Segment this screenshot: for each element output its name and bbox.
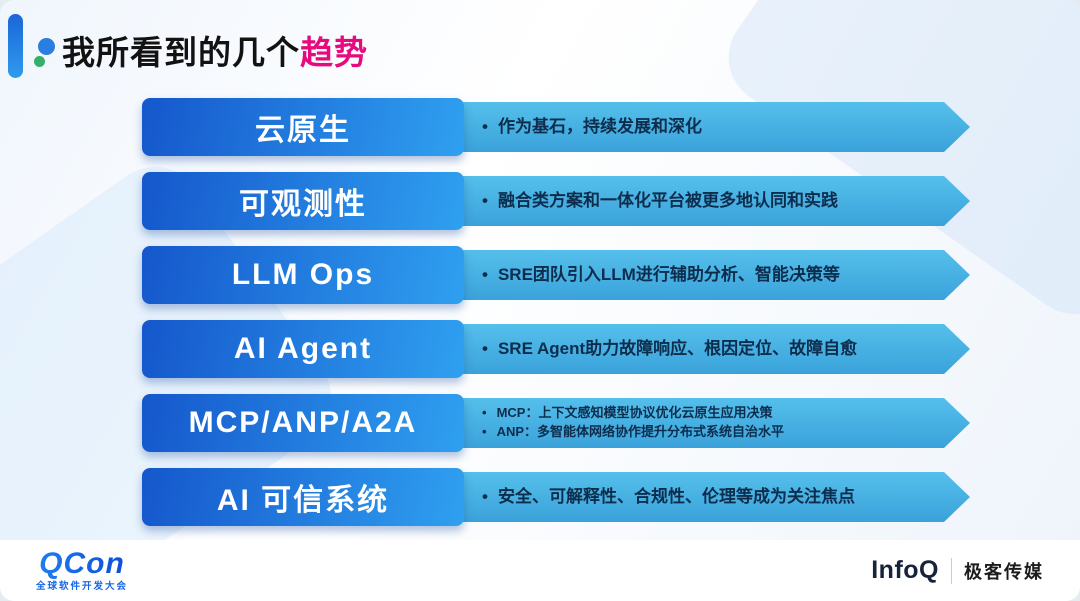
logo-divider xyxy=(951,557,952,584)
trend-label: MCP/ANP/A2A xyxy=(142,394,464,452)
footer: QCon 全球软件开发大会 InfoQ 极客传媒 xyxy=(0,540,1080,601)
trend-bullet: SRE团队引入LLM进行辅助分析、智能决策等 xyxy=(482,264,930,285)
blue-dot-decoration xyxy=(38,38,55,55)
trend-bullet: SRE Agent助力故障响应、根因定位、故障自愈 xyxy=(482,338,930,359)
infoq-logo: InfoQ 极客传媒 xyxy=(871,556,1044,585)
page-title-prefix: 我所看到的几个 xyxy=(62,34,300,71)
trend-rows: 云原生 作为基石，持续发展和深化 可观测性 融合类方案和一体化平台被更多地认同和… xyxy=(142,98,972,526)
trend-row-mcp-anp-a2a: MCP/ANP/A2A MCP：上下文感知模型协议优化云原生应用决策 ANP：多… xyxy=(142,394,972,452)
trend-arrow: 安全、可解释性、合规性、伦理等成为关注焦点 xyxy=(454,472,970,522)
trend-label: 云原生 xyxy=(142,98,464,156)
trend-label: 可观测性 xyxy=(142,172,464,230)
trend-row-ai-agent: AI Agent SRE Agent助力故障响应、根因定位、故障自愈 xyxy=(142,320,972,378)
trend-arrow: 融合类方案和一体化平台被更多地认同和实践 xyxy=(454,176,970,226)
page-title: 我所看到的几个趋势 xyxy=(62,26,368,74)
trend-bullet: 作为基石，持续发展和深化 xyxy=(482,116,930,137)
qcon-logo: QCon 全球软件开发大会 xyxy=(36,549,128,592)
trend-row-llm-ops: LLM Ops SRE团队引入LLM进行辅助分析、智能决策等 xyxy=(142,246,972,304)
trend-bullet: 融合类方案和一体化平台被更多地认同和实践 xyxy=(482,190,930,211)
page-title-highlight: 趋势 xyxy=(300,34,368,71)
trend-label: LLM Ops xyxy=(142,246,464,304)
infoq-logo-text: InfoQ xyxy=(871,556,939,584)
green-dot-decoration xyxy=(34,56,45,67)
trend-row-cloud-native: 云原生 作为基石，持续发展和深化 xyxy=(142,98,972,156)
trend-bullet: ANP：多智能体网络协作提升分布式系统自治水平 xyxy=(482,423,930,442)
trend-arrow: SRE团队引入LLM进行辅助分析、智能决策等 xyxy=(454,250,970,300)
qcon-logo-text: QCon xyxy=(39,547,125,581)
trend-arrow: MCP：上下文感知模型协议优化云原生应用决策 ANP：多智能体网络协作提升分布式… xyxy=(454,398,970,448)
title-accent-bar xyxy=(8,14,23,78)
trend-arrow: 作为基石，持续发展和深化 xyxy=(454,102,970,152)
trend-row-observability: 可观测性 融合类方案和一体化平台被更多地认同和实践 xyxy=(142,172,972,230)
trend-arrow: SRE Agent助力故障响应、根因定位、故障自愈 xyxy=(454,324,970,374)
trend-bullet: MCP：上下文感知模型协议优化云原生应用决策 xyxy=(482,404,930,423)
trend-label: AI Agent xyxy=(142,320,464,378)
trend-row-ai-trusted-system: AI 可信系统 安全、可解释性、合规性、伦理等成为关注焦点 xyxy=(142,468,972,526)
trend-bullet: 安全、可解释性、合规性、伦理等成为关注焦点 xyxy=(482,486,930,507)
trend-label: AI 可信系统 xyxy=(142,468,464,526)
publisher-name: 极客传媒 xyxy=(964,561,1044,582)
qcon-logo-subtitle: 全球软件开发大会 xyxy=(36,581,129,593)
